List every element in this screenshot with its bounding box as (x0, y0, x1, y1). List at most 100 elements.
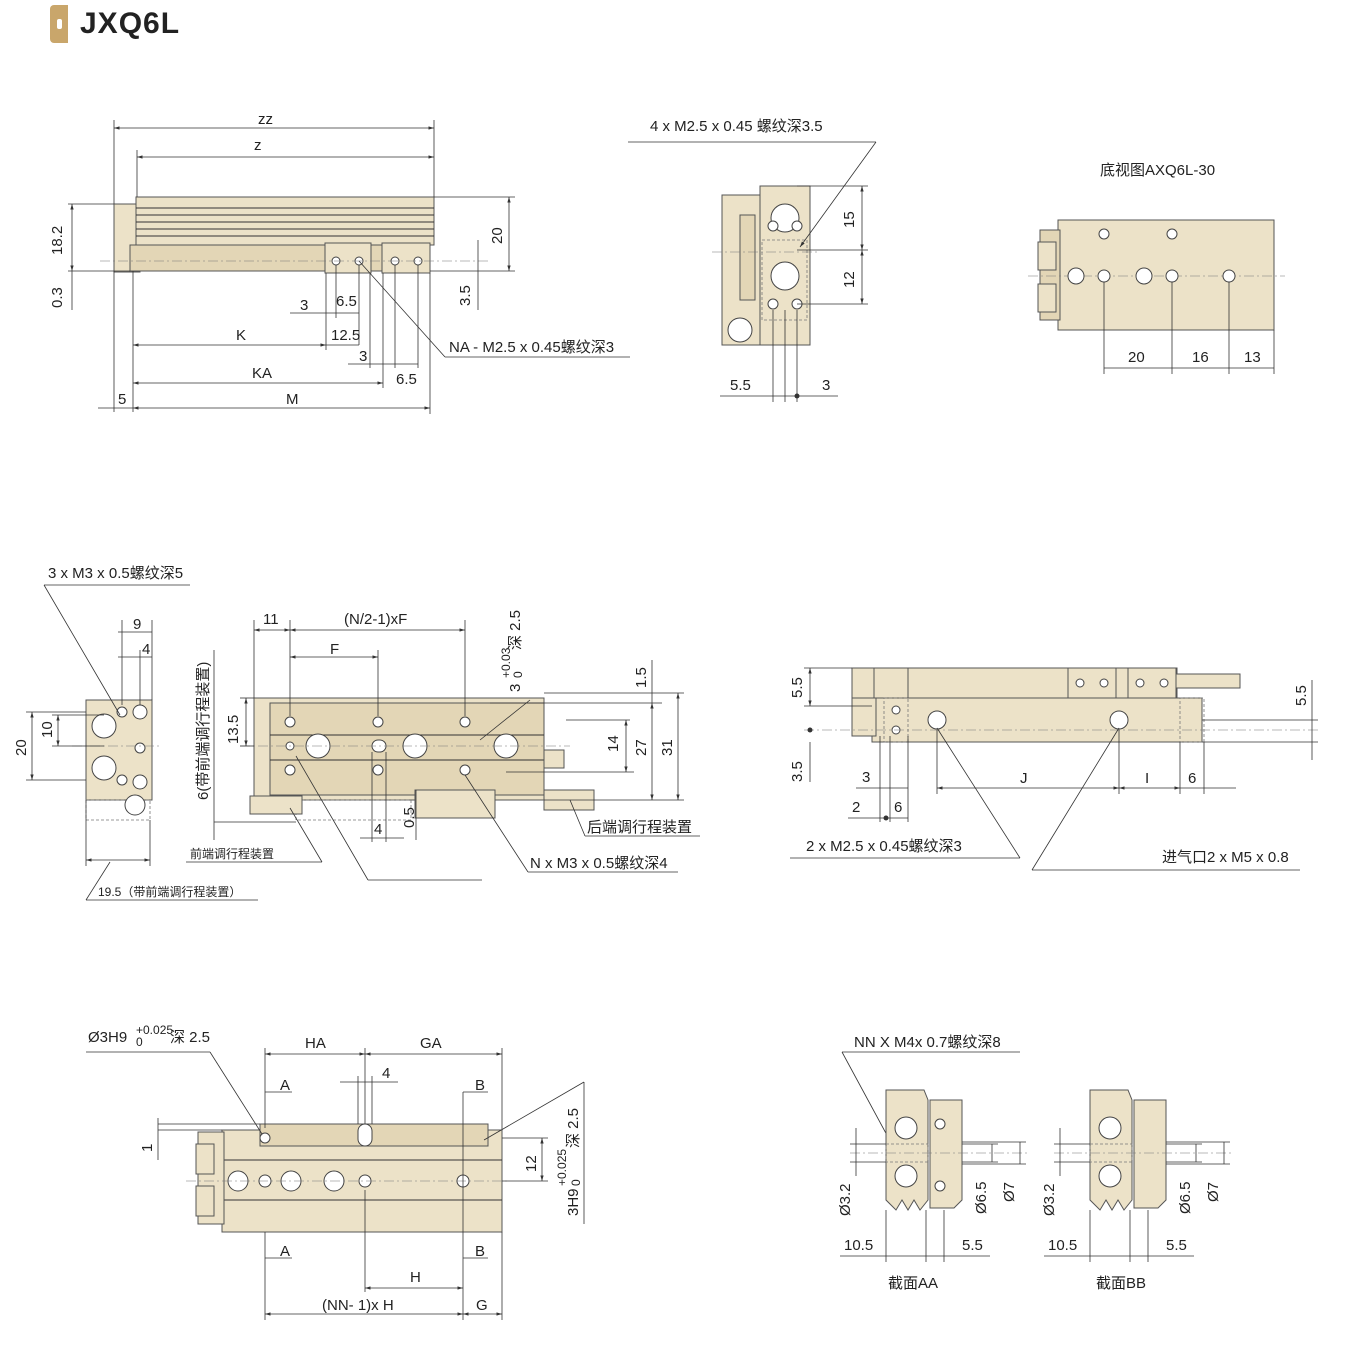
dim-3b: 3 (359, 348, 367, 365)
dim-11: 11 (263, 611, 279, 628)
dim-18-2: 18.2 (49, 226, 66, 255)
dim-0-5: 0.5 (401, 807, 418, 828)
section-AA: Ø3.2 Ø6.5 Ø7 10.5 5.5 截面AA (837, 1089, 1030, 1292)
dim-F: F (330, 641, 339, 658)
dim-14: 14 (605, 735, 622, 752)
dim-20: 20 (1128, 349, 1145, 366)
dim-6-5b: 6.5 (396, 371, 417, 388)
view-end-top: 15 12 4 x M2.5 x 0.45 螺纹深3.5 5.5 3 (628, 118, 877, 402)
nn-thread-label: NN X M4x 0.7螺纹深8 (854, 1034, 1001, 1051)
dim-6-5a: 6.5 (336, 293, 357, 310)
dim-6-left: 6 (894, 799, 902, 816)
side-hole-main: 3H9 (565, 1188, 582, 1216)
view-bottom: 底视图AXQ6L-30 20 16 13 (1028, 162, 1285, 374)
dim-13: 13 (1244, 349, 1261, 366)
mount-block-2 (381, 242, 431, 274)
tol-depth: 深 2.5 (507, 610, 524, 650)
page-header: JXQ6L (50, 4, 180, 44)
bb-d5-5: 5.5 (1166, 1237, 1187, 1254)
port-label: 进气口2 x M5 x 0.8 (1162, 849, 1289, 866)
tol-main: 3 (507, 684, 524, 692)
bb-d3-2: Ø3.2 (1041, 1183, 1058, 1216)
hole-tol-up: +0.025 (136, 1023, 173, 1037)
section-bb-title: 截面BB (1096, 1275, 1146, 1292)
m-thread-label: 2 x M2.5 x 0.45螺纹深3 (806, 838, 962, 855)
view-side-middle: 5.5 3.5 5.5 3 2 6 J I 6 2 x M2.5 x 0.45螺… (789, 667, 1318, 871)
aa-d7: Ø7 (1001, 1182, 1018, 1202)
dim-K: K (236, 327, 246, 344)
dim-nnh: (NN- 1)x H (322, 1297, 394, 1314)
front-adjust-label: 前端调行程装置 (190, 846, 274, 861)
aa-d6-5: Ø6.5 (973, 1181, 990, 1214)
dim-J: J (1020, 770, 1028, 787)
dim-nf: (N/2-1)xF (344, 611, 407, 628)
base-body (129, 244, 431, 272)
page-title: JXQ6L (80, 7, 181, 40)
dim-31: 31 (659, 739, 676, 756)
bb-d7: Ø7 (1205, 1182, 1222, 1202)
dim-3: 3 (862, 769, 870, 786)
n-thread-label: N x M3 x 0.5螺纹深4 (530, 855, 668, 872)
rear-adjust-label: 后端调行程装置 (587, 819, 692, 836)
aa-d5-5: 5.5 (962, 1237, 983, 1254)
dim-4-slot: 4 (374, 821, 382, 838)
dim-G: G (476, 1297, 488, 1314)
dim-0-3: 0.3 (49, 287, 66, 308)
bb-d10-5: 10.5 (1048, 1237, 1077, 1254)
dim-zz: zz (258, 111, 273, 128)
view-end-middle: 3 x M3 x 0.5螺纹深5 9 4 10 20 19.5（带前端调行程装置… (13, 565, 258, 901)
dim-1-5: 1.5 (633, 667, 650, 688)
section-BB: Ø3.2 Ø6.5 Ø7 10.5 5.5 截面BB (1041, 1089, 1234, 1292)
section-A-top: A (280, 1077, 290, 1094)
side-hole-depth: 深 2.5 (565, 1108, 582, 1148)
side-hole-up: +0.025 (555, 1149, 569, 1186)
dim-5-5-left: 5.5 (789, 677, 806, 698)
dim-20: 20 (489, 227, 506, 244)
dim-3: 3 (822, 377, 830, 394)
dim-9: 9 (133, 616, 141, 633)
tol-low: 0 (511, 671, 525, 678)
dim-HA: HA (305, 1035, 326, 1052)
section-A-bot: A (280, 1243, 290, 1260)
hole-tol-low: 0 (136, 1035, 143, 1049)
header-tab-icon (50, 5, 68, 43)
dim-19-5: 19.5（带前端调行程装置） (98, 884, 241, 899)
thread-label-3x: 3 x M3 x 0.5螺纹深5 (48, 565, 183, 582)
dim-4: 4 (142, 641, 150, 658)
section-aa-title: 截面AA (888, 1275, 938, 1292)
dim-I: I (1145, 770, 1149, 787)
dim-5-5: 5.5 (730, 377, 751, 394)
dim-M: M (286, 391, 299, 408)
dim-10: 10 (39, 721, 56, 738)
section-B-top: B (475, 1077, 485, 1094)
dim-27: 27 (633, 739, 650, 756)
view-plan-bottom: Ø3H9 +0.025 0 深 2.5 HA GA 4 A B 1 12 3H9… (86, 1023, 585, 1320)
dim-16: 16 (1192, 349, 1209, 366)
thread-label-4x: 4 x M2.5 x 0.45 螺纹深3.5 (650, 118, 823, 135)
dim-12: 12 (841, 271, 858, 288)
table-body (135, 196, 435, 246)
dim-3-5: 3.5 (789, 761, 806, 782)
section-B-bot: B (475, 1243, 485, 1260)
hole-label: Ø3H9 (88, 1029, 127, 1046)
front-adjust-side: 6(带前端调行程装置) (195, 662, 212, 800)
na-thread-label: NA - M2.5 x 0.45螺纹深3 (449, 339, 614, 356)
aa-d10-5: 10.5 (844, 1237, 873, 1254)
dim-z: z (254, 137, 262, 154)
dim-12-5: 12.5 (331, 327, 360, 344)
dim-12: 12 (523, 1155, 540, 1172)
tol-up: +0.03 (499, 647, 513, 678)
dim-2: 2 (852, 799, 860, 816)
hole-depth: 深 2.5 (170, 1029, 210, 1046)
dim-20-end: 20 (13, 739, 30, 756)
dim-3a: 3 (300, 297, 308, 314)
aa-d3-2: Ø3.2 (837, 1183, 854, 1216)
dim-GA: GA (420, 1035, 442, 1052)
dim-4-slot-b: 4 (382, 1065, 390, 1082)
view-side-top: zz z 18.2 0.3 20 3.5 3 6.5 K 12.5 3 (49, 111, 630, 414)
view-sections: NN X M4x 0.7螺纹深8 Ø3.2 Ø6.5 Ø7 (837, 1034, 1234, 1292)
side-hole-low: 0 (569, 1179, 583, 1186)
dim-H: H (410, 1269, 421, 1286)
slide-base (871, 697, 1203, 743)
